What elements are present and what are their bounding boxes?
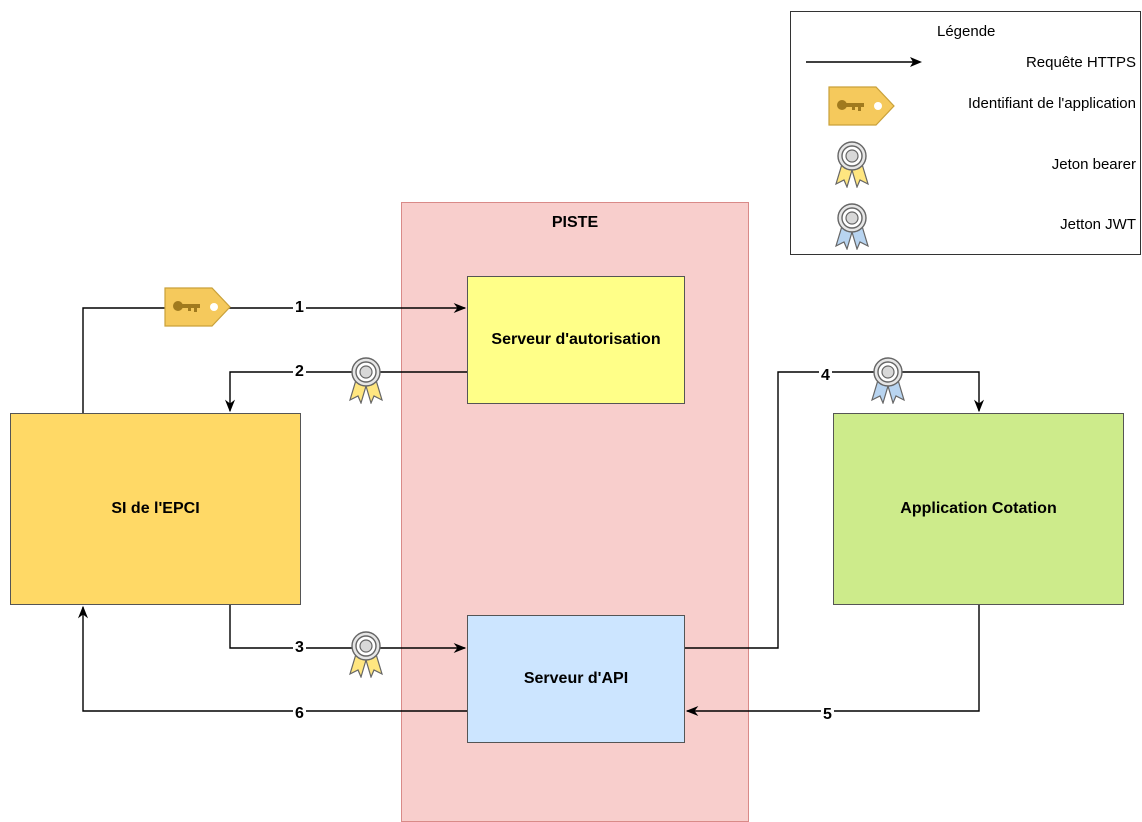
step-label-6: 6 [293,705,306,722]
arrow-5 [685,605,980,717]
app-cotation-node: Application Cotation [833,413,1124,605]
api-server-label: Serveur d'API [523,670,629,687]
legend-title: Légende [937,23,996,40]
arrow-2 [224,371,467,413]
bearer-token-icon [349,357,383,404]
jwt-token-icon [871,357,905,404]
arrow-4 [685,371,985,649]
key-tag-icon [164,287,231,327]
step-label-5: 5 [821,706,834,723]
step-label-4: 4 [819,367,832,384]
auth-server-label: Serveur d'autorisation [491,331,661,348]
legend-label-bearer: Jeton bearer [1051,156,1136,173]
si-epci-label: SI de l'EPCI [111,500,200,517]
bearer-token-icon [349,631,383,678]
auth-server-node: Serveur d'autorisation [467,276,685,404]
step-label-1: 1 [293,299,306,316]
api-server-node: Serveur d'API [467,615,685,743]
arrow-1 [82,302,467,413]
legend: Légende Requête HTTPS Identifiant de l'a… [790,11,1141,255]
arrow-icon [806,57,922,67]
legend-label-https: Requête HTTPS [1025,54,1136,71]
piste-label: PISTE [551,214,599,231]
app-cotation-label: Application Cotation [900,500,1057,517]
arrow-3 [229,605,467,654]
step-label-3: 3 [293,639,306,656]
step-label-2: 2 [293,363,306,380]
yellow-ribbon-icon [835,141,869,188]
legend-label-jwt: Jetton JWT [1060,216,1136,233]
legend-label-app-id: Identifiant de l'application [968,95,1136,112]
si-epci-node: SI de l'EPCI [10,413,301,605]
arrow-6 [77,605,467,712]
blue-ribbon-icon [835,203,869,250]
key-tag-icon [828,86,895,126]
